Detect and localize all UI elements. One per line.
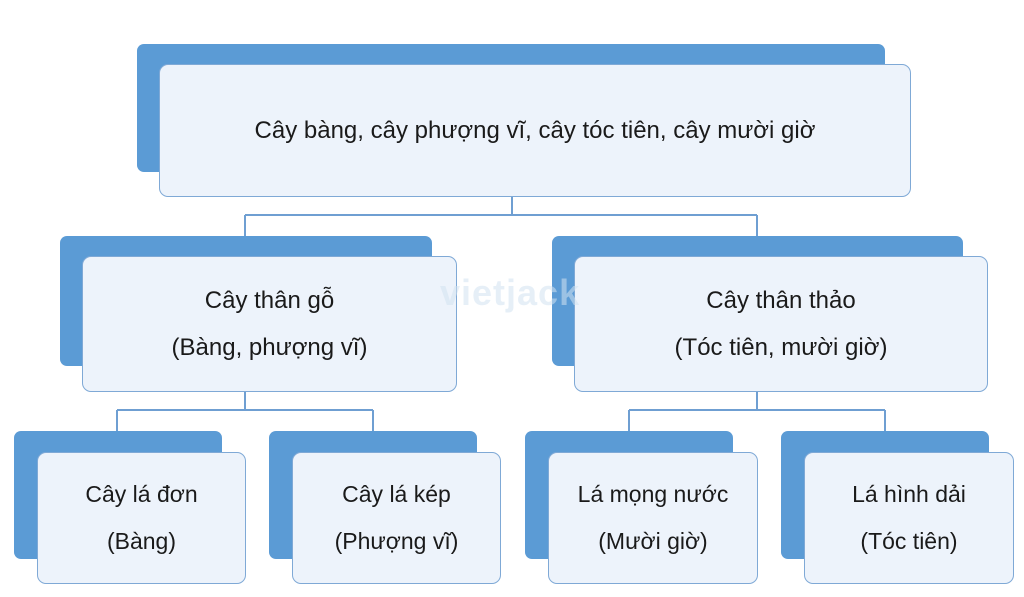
root-node: Cây bàng, cây phượng vĩ, cây tóc tiên, c… xyxy=(137,44,911,197)
node-than-go: Cây thân gỗ (Bàng, phượng vĩ) xyxy=(60,236,457,392)
watermark-text: vietjack xyxy=(440,272,581,313)
node-la-mong-nuoc-examples: (Mười giờ) xyxy=(598,528,708,554)
root-node-card: Cây bàng, cây phượng vĩ, cây tóc tiên, c… xyxy=(159,64,911,197)
node-la-don-examples: (Bàng) xyxy=(106,528,177,554)
node-than-go-examples: (Bàng, phượng vĩ) xyxy=(171,334,368,361)
node-la-mong-nuoc-title: Lá mọng nước xyxy=(577,481,729,507)
node-than-thao: Cây thân thảo (Tóc tiên, mười giờ) xyxy=(552,236,988,392)
node-la-hinh-dai-title: Lá hình dải xyxy=(852,481,966,507)
node-la-hinh-dai-examples: (Tóc tiên) xyxy=(860,528,958,554)
node-la-kep-card: Cây lá kép (Phượng vĩ) xyxy=(292,452,501,584)
node-than-thao-examples: (Tóc tiên, mười giờ) xyxy=(674,334,888,361)
node-than-thao-title: Cây thân thảo xyxy=(706,287,856,314)
node-than-thao-card: Cây thân thảo (Tóc tiên, mười giờ) xyxy=(574,256,988,392)
node-la-mong-nuoc: Lá mọng nước (Mười giờ) xyxy=(525,431,758,584)
node-la-mong-nuoc-card: Lá mọng nước (Mười giờ) xyxy=(548,452,758,584)
node-la-hinh-dai: Lá hình dải (Tóc tiên) xyxy=(781,431,1014,584)
node-la-hinh-dai-card: Lá hình dải (Tóc tiên) xyxy=(804,452,1014,584)
node-than-go-card: Cây thân gỗ (Bàng, phượng vĩ) xyxy=(82,256,457,392)
node-la-don: Cây lá đơn (Bàng) xyxy=(14,431,246,584)
node-la-kep-title: Cây lá kép xyxy=(342,481,451,507)
node-la-don-card: Cây lá đơn (Bàng) xyxy=(37,452,246,584)
root-node-label: Cây bàng, cây phượng vĩ, cây tóc tiên, c… xyxy=(254,116,816,144)
node-than-go-title: Cây thân gỗ xyxy=(204,287,335,314)
node-la-don-title: Cây lá đơn xyxy=(85,481,198,507)
node-la-kep-examples: (Phượng vĩ) xyxy=(334,528,459,554)
node-la-kep: Cây lá kép (Phượng vĩ) xyxy=(269,431,501,584)
